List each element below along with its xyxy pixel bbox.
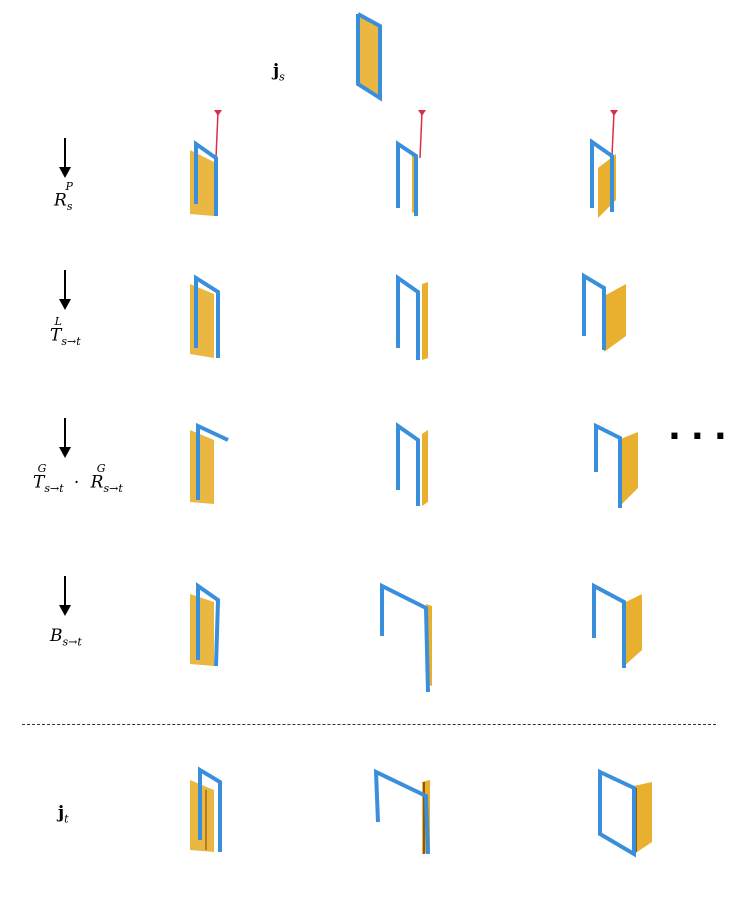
label-tl: Ts→tL	[50, 315, 81, 349]
door-r1-c3	[590, 110, 618, 218]
door-r3-c1	[190, 422, 229, 504]
label-tg-rg: Ts→tG · Rs→tG	[33, 462, 123, 496]
door-r2-c2	[396, 274, 428, 360]
arrow-rsp	[59, 138, 71, 178]
door-r5-c2	[373, 768, 430, 855]
ellipsis-dots: ...	[668, 408, 737, 448]
door-r2-c3	[582, 272, 626, 352]
door-r5-c3	[598, 768, 652, 858]
door-r1-c2	[396, 110, 426, 216]
label-js: js	[273, 61, 285, 84]
arrow-tl	[59, 270, 71, 310]
label-jt: jt	[58, 803, 69, 826]
arrow-tg	[59, 418, 71, 458]
door-r4-c1	[190, 582, 221, 667]
door-r1-c1	[190, 110, 222, 216]
door-r2-c1	[190, 274, 220, 358]
source-door-pointcloud	[356, 12, 382, 102]
dashed-separator	[22, 724, 716, 725]
door-r4-c2	[380, 582, 432, 693]
door-r3-c2	[396, 422, 428, 506]
door-r4-c3	[592, 582, 642, 668]
door-r5-c1	[190, 766, 222, 852]
label-rsp: RsP	[54, 180, 73, 214]
label-b: Bs→t	[50, 626, 82, 649]
arrow-b	[59, 576, 71, 616]
door-r3-c3	[594, 422, 638, 508]
